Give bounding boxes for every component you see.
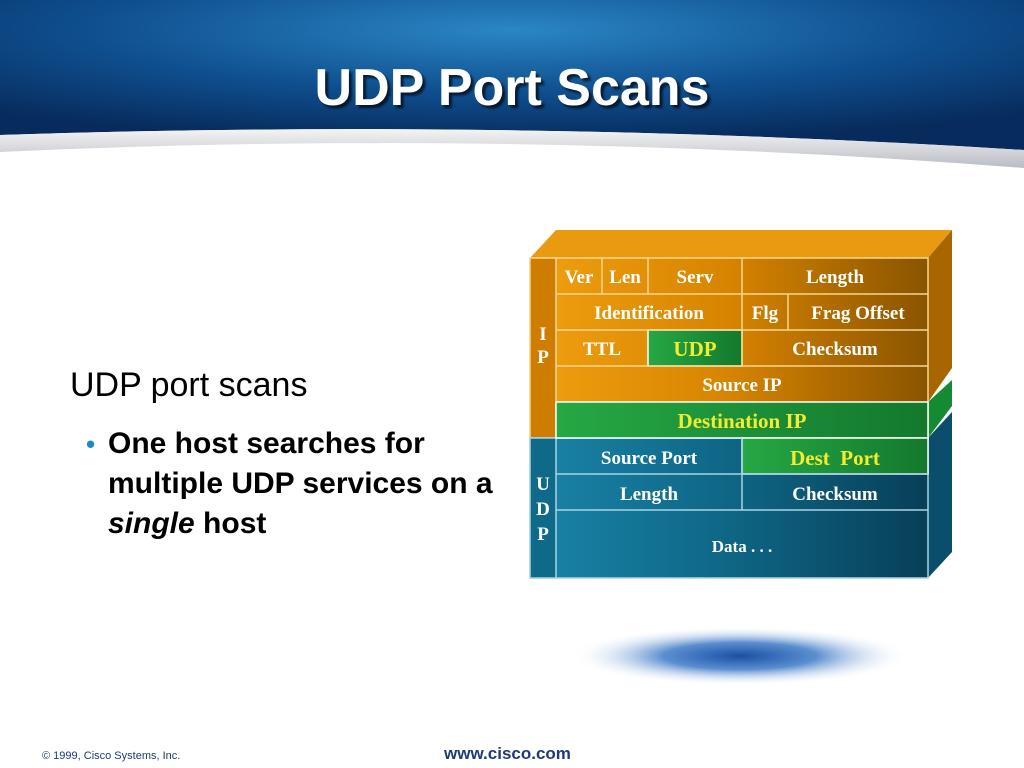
field-destination-ip: Destination IP [678, 409, 807, 433]
udp-label-letter: D [536, 499, 550, 520]
udp-protocol-cell [647, 329, 743, 367]
emphasis-text: single [108, 507, 195, 540]
field-ttl: TTL [583, 339, 621, 360]
field-dest-port: Dest Port [790, 446, 880, 470]
field-identification: Identification [594, 303, 704, 324]
field-ver: Ver [565, 267, 594, 288]
drop-shadow [570, 626, 910, 686]
field-len: Len [609, 267, 641, 288]
box-side-udp [928, 412, 952, 578]
field-source-ip: Source IP [702, 375, 782, 396]
bullet-dot-icon: • [86, 429, 96, 459]
title-banner [0, 0, 1024, 168]
footer-url-link[interactable]: www.cisco.com [444, 744, 571, 763]
field-udp-length: Length [620, 484, 679, 505]
udp-label-letter: P [537, 524, 549, 545]
ip-grid-lines [556, 258, 928, 367]
box-top-face [530, 230, 952, 258]
box-side-green [928, 380, 952, 438]
box-side-ip [928, 230, 952, 402]
field-data: Data . . . [712, 537, 772, 556]
ip-label-letter: I [539, 324, 546, 345]
field-protocol-udp: UDP [673, 337, 716, 361]
dest-port-cell [741, 437, 929, 475]
udp-label-column [529, 437, 557, 579]
destination-ip-row [555, 401, 929, 439]
field-serv: Serv [677, 267, 714, 288]
field-ip-checksum: Checksum [792, 339, 878, 360]
copyright-text: © 1999, Cisco Systems, Inc. [42, 750, 181, 762]
udp-label-letter: U [536, 474, 550, 495]
slide-heading: UDP port scans [70, 366, 308, 404]
field-flags: Flg [752, 303, 779, 324]
ip-label-letter: P [537, 347, 549, 368]
bullet-text: One host searches for multiple UDP servi… [108, 427, 493, 540]
field-total-length: Length [806, 267, 865, 288]
field-source-port: Source Port [601, 448, 698, 469]
field-frag-offset: Frag Offset [811, 303, 905, 324]
field-udp-checksum: Checksum [792, 484, 878, 505]
udp-grid-lines [556, 438, 928, 511]
slide-title: UDP Port Scans [314, 59, 710, 117]
